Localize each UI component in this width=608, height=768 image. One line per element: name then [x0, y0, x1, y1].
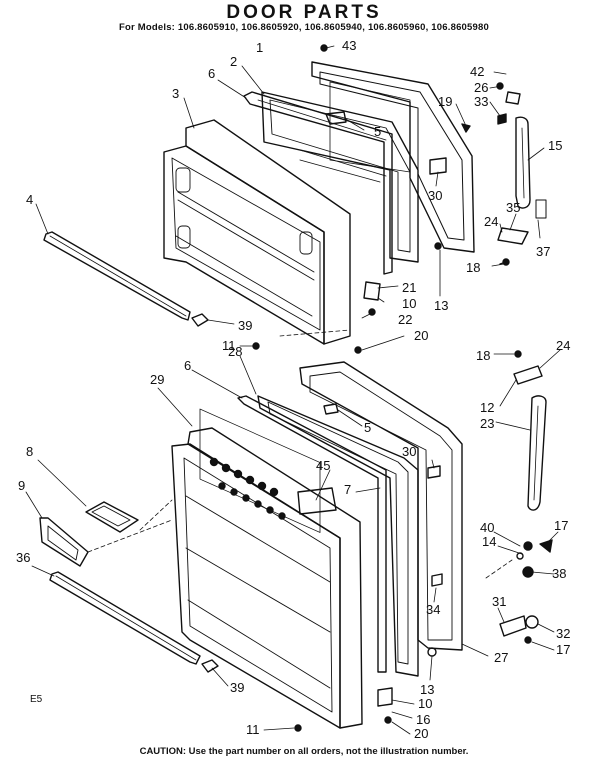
callout-13: 13	[434, 298, 448, 313]
freezer-door-outer-panel	[311, 61, 475, 253]
fresh-food-door-liner	[171, 408, 363, 729]
callout-32: 32	[556, 626, 570, 641]
callout-29: 29	[150, 372, 164, 387]
upper-hardware	[191, 44, 547, 354]
callout-24-lower: 24	[556, 338, 570, 353]
callout-18-lower: 18	[476, 348, 490, 363]
dairy-compartment-frame	[297, 487, 337, 515]
freezer-breaker-strip	[243, 91, 393, 275]
callout-17-lower: 17	[556, 642, 570, 657]
fresh-food-door-outer-panel	[299, 361, 463, 651]
caution-note: CAUTION: Use the part number on all orde…	[139, 746, 469, 757]
callout-labels: 43 1 2 6 3 5 42 26 33 19 15 30 35 24 37 …	[16, 38, 570, 741]
callout-30-lower: 30	[402, 444, 416, 459]
callout-3: 3	[172, 86, 179, 101]
callout-20: 20	[414, 328, 428, 343]
callout-27: 27	[494, 650, 508, 665]
callout-28: 28	[228, 344, 242, 359]
callout-12: 12	[480, 400, 494, 415]
callout-16: 16	[416, 712, 430, 727]
fresh-food-handle	[527, 395, 547, 511]
callout-11-lower: 11	[246, 722, 260, 737]
freezer-door-gasket	[261, 91, 419, 263]
callout-2: 2	[230, 54, 237, 69]
callout-11: 11	[222, 338, 236, 353]
control-knob-row	[209, 457, 286, 520]
callout-39: 39	[238, 318, 252, 333]
callout-1: 1	[256, 40, 263, 55]
callout-35: 35	[506, 200, 520, 215]
freezer-door-liner	[163, 119, 351, 345]
fresh-food-door-gasket	[257, 395, 419, 677]
figure-code: E5	[30, 694, 43, 705]
callout-10: 10	[402, 296, 416, 311]
page-title: DOOR PARTS	[226, 2, 382, 23]
callout-31: 31	[492, 594, 506, 609]
freezer-handle	[515, 116, 531, 209]
model-list: For Models: 106.8605910, 106.8605920, 10…	[119, 22, 489, 33]
callout-30: 30	[428, 188, 442, 203]
freezer-shelf-bar	[43, 231, 191, 321]
callout-22: 22	[398, 312, 412, 327]
callout-34: 34	[426, 602, 440, 617]
callout-40: 40	[480, 520, 494, 535]
callout-15: 15	[548, 138, 562, 153]
callout-37: 37	[536, 244, 550, 259]
callout-20-lower: 20	[414, 726, 428, 741]
callout-13-lower: 13	[420, 682, 434, 697]
callout-43: 43	[342, 38, 356, 53]
callout-38: 38	[552, 566, 566, 581]
callout-4: 4	[26, 192, 33, 207]
callout-42: 42	[470, 64, 484, 79]
fresh-food-shelf-bar	[49, 571, 201, 665]
fresh-food-breaker-strip	[237, 395, 387, 673]
callout-5-lower: 5	[364, 420, 371, 435]
callout-36: 36	[16, 550, 30, 565]
callout-17: 17	[554, 518, 568, 533]
callout-5: 5	[374, 124, 381, 139]
callout-19: 19	[438, 94, 452, 109]
callout-39-lower: 39	[230, 680, 244, 695]
callout-23: 23	[480, 416, 494, 431]
callout-8: 8	[26, 444, 33, 459]
callout-24: 24	[484, 214, 498, 229]
callout-7: 7	[344, 482, 351, 497]
leader-lines	[25, 45, 561, 735]
callout-18: 18	[466, 260, 480, 275]
lower-hardware	[201, 350, 553, 732]
egg-shelf-front	[39, 517, 89, 567]
callout-21: 21	[402, 280, 416, 295]
callout-9: 9	[18, 478, 25, 493]
callout-6: 6	[208, 66, 215, 81]
callout-26: 26	[474, 80, 488, 95]
callout-10-lower: 10	[418, 696, 432, 711]
callout-33: 33	[474, 94, 488, 109]
callout-6-lower: 6	[184, 358, 191, 373]
callout-14: 14	[482, 534, 496, 549]
butter-dish	[85, 501, 139, 533]
callout-45: 45	[316, 458, 330, 473]
